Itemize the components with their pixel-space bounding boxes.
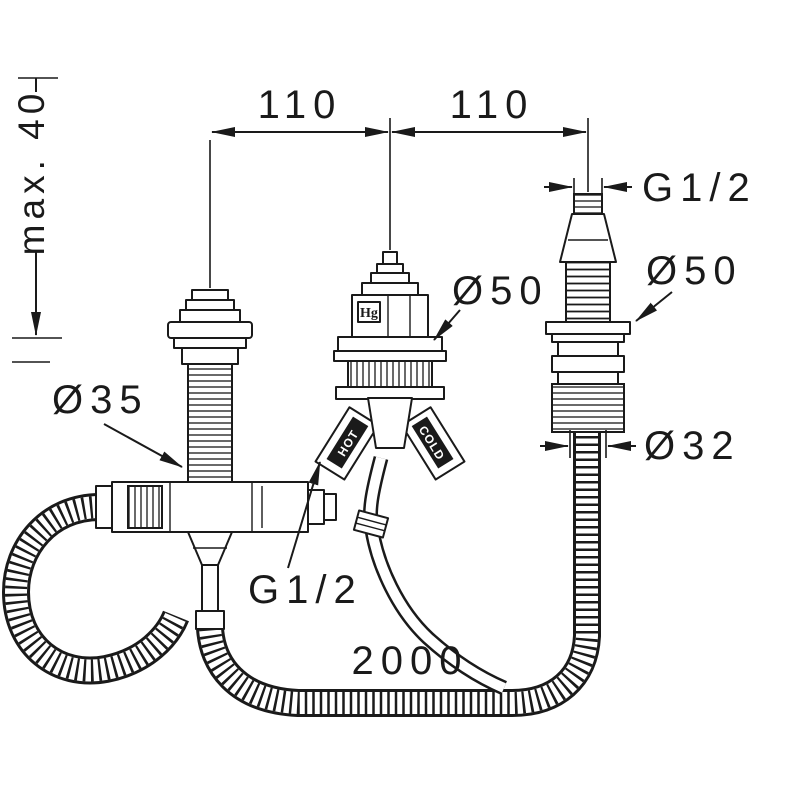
hot-port: HOT xyxy=(314,406,380,481)
dimensions: max. 40 110 110 G1/2 Ø50 Ø50 xyxy=(11,77,757,683)
brand-monogram: Hg xyxy=(360,306,378,321)
cold-port: COLD xyxy=(400,406,466,481)
dim-label-thread-bottom: G1/2 xyxy=(248,568,363,612)
right-hose-assembly xyxy=(545,193,631,433)
left-spout-assembly xyxy=(95,289,337,630)
dim-label-dia-right: Ø50 xyxy=(646,249,743,293)
flexible-hose-main xyxy=(196,432,601,717)
dim-label-max-depth: max. 40 xyxy=(11,89,52,256)
dim-thread-top-right: G1/2 xyxy=(544,166,757,210)
dim-label-centre-right: 110 xyxy=(450,83,535,127)
flexible-hose-loop xyxy=(1,493,189,685)
dim-thread-bottom-middle: G1/2 xyxy=(248,461,363,612)
dim-max-depth: max. 40 xyxy=(11,77,62,363)
dim-label-dia-left: Ø35 xyxy=(52,378,149,422)
dim-dia-hose: Ø32 xyxy=(540,424,741,468)
dim-label-dia-middle: Ø50 xyxy=(452,269,549,313)
dim-hose-length: 2000 xyxy=(352,639,469,683)
dim-dia-left-shank: Ø35 xyxy=(52,378,183,468)
dim-label-dia-hose: Ø32 xyxy=(644,424,741,468)
middle-supply-pipe xyxy=(352,456,508,695)
dim-dia-right-escutcheon: Ø50 xyxy=(635,249,743,322)
dim-dia-middle-cartridge: Ø50 xyxy=(433,269,549,341)
dim-label-thread-top-right: G1/2 xyxy=(642,166,757,210)
dim-label-hose-length: 2000 xyxy=(352,639,469,683)
pipe-union-nut xyxy=(352,509,390,539)
middle-valve-assembly: Hg HOT COLD xyxy=(314,251,466,481)
dim-centre-distances: 110 110 xyxy=(209,83,589,288)
dim-label-centre-left: 110 xyxy=(258,83,343,127)
